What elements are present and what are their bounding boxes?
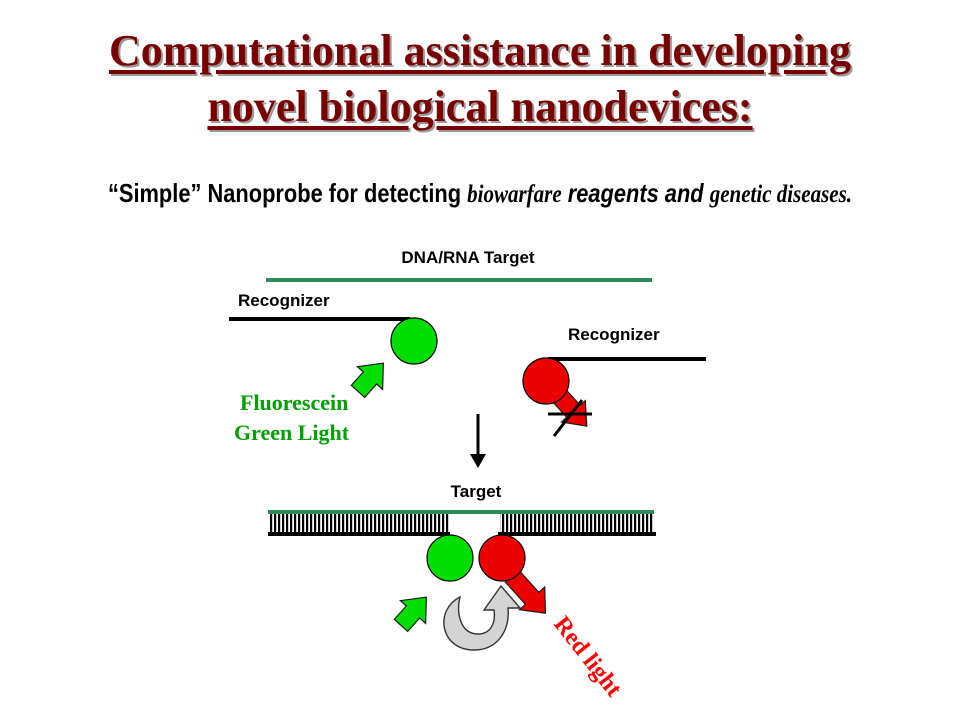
- bound-red-fluorophore: [478, 534, 526, 582]
- target-label: Target: [451, 482, 502, 501]
- subtitle-part-1: “Simple” Nanoprobe for detecting: [107, 178, 468, 208]
- slide-title-line-1: Computational assistance in developing: [109, 26, 851, 75]
- bound-green-fluorophore: [426, 534, 474, 582]
- dna-rna-target-label: DNA/RNA Target: [401, 248, 535, 267]
- fluorescein-label: Fluorescein: [240, 390, 348, 415]
- red-fluorophore: [522, 357, 570, 405]
- subtitle-part-3: reagents and: [561, 178, 710, 208]
- slide-subtitle: “Simple” Nanoprobe for detecting biowarf…: [77, 178, 883, 209]
- slide-title-line-2: novel biological nanodevices:: [207, 82, 753, 131]
- subtitle-part-4: genetic diseases.: [709, 181, 853, 208]
- energy-transfer-arrow: [443, 584, 522, 651]
- recognizer-right-label: Recognizer: [568, 325, 660, 344]
- block-slash: [552, 399, 584, 437]
- right-hybridization-ticks: [500, 514, 654, 532]
- red-emission-arrow: [504, 569, 547, 614]
- reaction-arrow-head: [470, 454, 486, 468]
- red-light-label: Red light: [548, 612, 626, 702]
- bound-green-excitation-arrow: [393, 596, 428, 633]
- left-hybridization-ticks: [270, 514, 450, 532]
- green-fluorophore: [390, 317, 438, 365]
- recognizer-left-label: Recognizer: [238, 291, 330, 310]
- green-excitation-arrow: [350, 362, 385, 399]
- green-light-label: Green Light: [234, 420, 350, 445]
- subtitle-part-2: biowarfare: [467, 181, 562, 208]
